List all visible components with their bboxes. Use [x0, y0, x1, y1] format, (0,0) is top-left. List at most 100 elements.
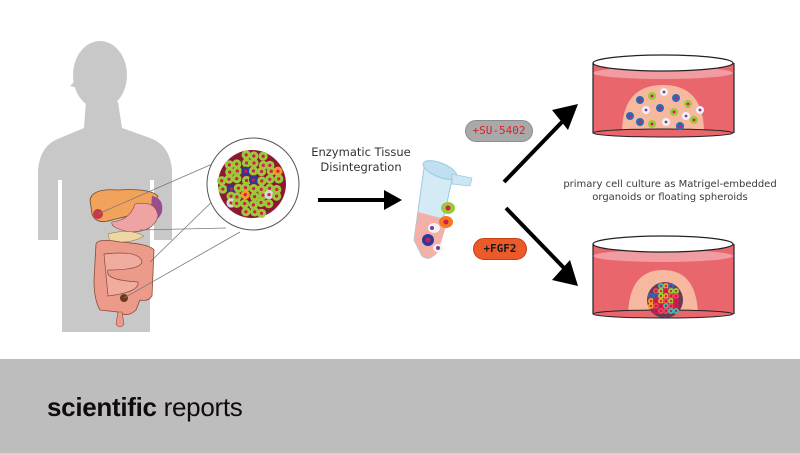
cell-nucleus: [670, 300, 672, 302]
cell-nucleus: [244, 161, 249, 165]
cell-nucleus: [252, 154, 256, 158]
journal-logo: scientific reports: [47, 392, 243, 423]
cell-nucleus: [229, 187, 233, 191]
cell-nucleus: [675, 300, 677, 302]
figure-svg: [38, 41, 735, 332]
cell-nucleus: [665, 300, 667, 302]
branch-arrow-down: [504, 206, 578, 286]
cell-nucleus: [228, 170, 232, 174]
cell-nucleus: [235, 195, 239, 199]
cell-nucleus: [235, 201, 239, 205]
cell-nucleus: [236, 186, 241, 190]
cell-nucleus: [235, 162, 239, 166]
cell-nucleus: [261, 193, 265, 197]
cell-nucleus: [660, 290, 662, 292]
cell-nucleus: [655, 305, 657, 307]
cell-nucleus: [665, 305, 667, 307]
cell-nucleus: [259, 187, 263, 191]
fgf2-badge: +FGF2: [473, 238, 527, 260]
brand-light: reports: [163, 392, 243, 422]
cell-nucleus: [675, 310, 677, 312]
cell-nucleus: [660, 310, 662, 312]
cell-nucleus: [628, 114, 632, 118]
cell-nucleus: [244, 178, 249, 183]
cell-nucleus: [243, 192, 247, 197]
cell-nucleus: [675, 305, 677, 307]
cell-nucleus: [692, 118, 696, 122]
cell-nucleus: [220, 179, 224, 183]
cell-nucleus: [274, 194, 279, 198]
cell-nucleus: [665, 290, 667, 292]
cell-nucleus: [678, 124, 682, 128]
cell-nucleus: [638, 98, 642, 102]
cell-nucleus: [227, 163, 231, 167]
cell-nucleus: [672, 110, 676, 114]
cell-nucleus: [655, 290, 657, 292]
cell-nucleus: [670, 310, 672, 312]
brand-bold: scientific: [47, 392, 157, 422]
cell-nucleus: [243, 201, 247, 206]
digestive-organs-icon: [89, 189, 163, 328]
cell-nucleus: [650, 305, 652, 307]
journal-footer: scientific reports: [0, 359, 800, 453]
cell-nucleus: [243, 185, 248, 190]
cell-nucleus: [259, 200, 263, 205]
cell-nucleus: [261, 163, 265, 168]
cell-nucleus: [261, 154, 265, 158]
figure-canvas: Enzymatic Tissue Disintegration +SU-5402…: [38, 41, 777, 332]
cell-nucleus: [253, 210, 257, 214]
outcome-label: primary cell culture as Matrigel-embedde…: [563, 179, 777, 203]
cell-nucleus: [244, 169, 248, 173]
cell-nucleus: [675, 290, 677, 292]
cell-nucleus: [259, 169, 264, 174]
branch-arrow-up: [502, 104, 578, 184]
cell-nucleus: [267, 193, 271, 197]
cell-nucleus: [235, 177, 239, 181]
cell-nucleus: [660, 285, 662, 287]
cell-nucleus: [268, 177, 272, 181]
cell-nucleus: [227, 177, 231, 181]
cell-nucleus: [260, 179, 264, 183]
cell-nucleus: [244, 210, 248, 214]
cell-nucleus: [698, 108, 702, 112]
cell-nucleus: [268, 163, 272, 167]
cell-nucleus: [269, 169, 273, 173]
cell-nucleus: [259, 211, 264, 215]
cell-nucleus: [644, 108, 648, 112]
cell-nucleus: [655, 300, 657, 302]
cell-nucleus: [650, 295, 652, 297]
cell-nucleus: [655, 310, 657, 312]
cell-nucleus: [665, 295, 667, 297]
cell-nucleus: [244, 153, 248, 157]
organoid-dish-icon: [592, 54, 735, 138]
cell-nucleus: [221, 187, 225, 191]
step-label: Enzymatic Tissue Disintegration: [311, 145, 411, 174]
cell-nucleus: [665, 285, 667, 287]
cell-nucleus: [650, 122, 654, 126]
cell-nucleus: [670, 305, 672, 307]
cell-nucleus: [660, 300, 662, 302]
cell-nucleus: [670, 285, 672, 287]
cell-nucleus: [686, 102, 690, 106]
cell-nucleus: [665, 310, 667, 312]
tumor-tissue-zoom-icon: [206, 137, 300, 231]
cell-nucleus: [229, 201, 233, 205]
cell-nucleus: [229, 194, 233, 198]
cell-nucleus: [670, 295, 672, 297]
cell-nucleus: [650, 300, 652, 302]
cell-nucleus: [674, 96, 678, 100]
zoom-lines: [97, 157, 241, 299]
cell-nucleus: [675, 295, 677, 297]
cell-nucleus: [276, 169, 280, 173]
cell-nucleus: [662, 90, 666, 94]
cell-nucleus: [670, 290, 672, 292]
cell-nucleus: [660, 295, 662, 297]
cell-nucleus: [267, 202, 271, 206]
cell-nucleus: [655, 295, 657, 297]
spheroid-dish-icon: [592, 235, 735, 319]
cell-nucleus: [251, 203, 255, 207]
cell-nucleus: [252, 186, 256, 191]
cell-nucleus: [658, 106, 662, 110]
cell-nucleus: [267, 186, 272, 190]
cell-nucleus: [275, 187, 279, 192]
